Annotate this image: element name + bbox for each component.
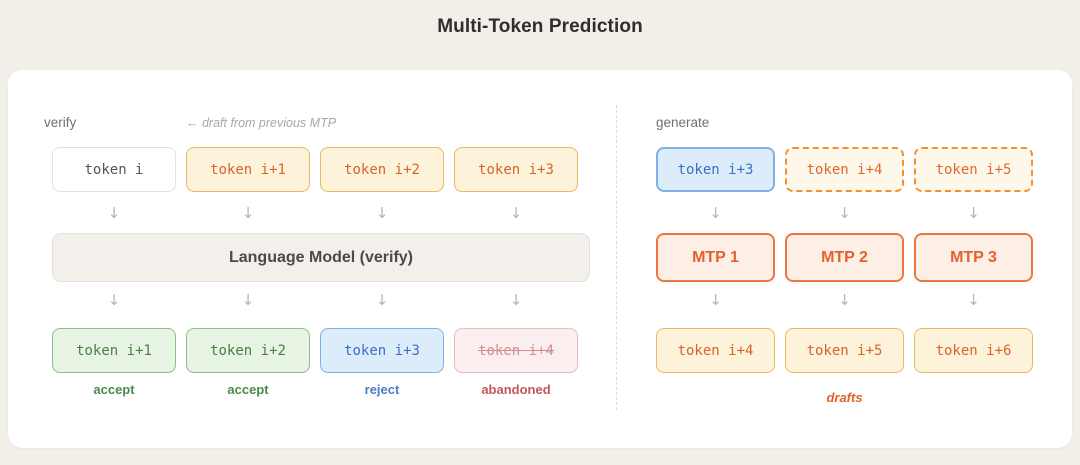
token-box-input-2[interactable]: token i+2: [320, 147, 444, 192]
arrow-down-icon: ↓: [709, 290, 722, 309]
verify-output-arrows: ↓ ↓ ↓ ↓: [52, 285, 578, 315]
page-title: Multi-Token Prediction: [437, 16, 643, 37]
token-label: token i+5: [806, 342, 883, 359]
arrow-down-icon: ↓: [241, 290, 255, 309]
mtp-label: MTP 3: [950, 248, 997, 266]
token-box-output-0[interactable]: token i+1: [52, 328, 176, 373]
arrow-down-icon: ↓: [107, 290, 121, 309]
arrow-down-icon: ↓: [241, 203, 255, 222]
arrow-down-icon: ↓: [107, 203, 121, 222]
token-box-gen-output-2[interactable]: token i+6: [914, 328, 1033, 373]
token-box-gen-input-0[interactable]: token i+3: [656, 147, 775, 192]
diagram-card: verify ← draft from previous MTP token i…: [8, 70, 1072, 448]
token-label: token i+4: [478, 342, 554, 359]
verify-captions: accept accept reject abandoned: [52, 382, 578, 397]
arrow-down-icon: ↓: [375, 203, 389, 222]
token-label: token i+6: [935, 342, 1012, 359]
language-model-box[interactable]: Language Model (verify): [52, 233, 590, 282]
token-box-input-0[interactable]: token i: [52, 147, 176, 192]
language-model-label: Language Model (verify): [228, 248, 414, 266]
generate-input-arrows: ↓ ↓ ↓: [656, 198, 1033, 228]
token-box-gen-output-0[interactable]: token i+4: [656, 328, 775, 373]
token-box-input-3[interactable]: token i+3: [454, 147, 578, 192]
generate-output-row: token i+4 token i+5 token i+6: [656, 328, 1033, 373]
verify-input-arrows: ↓ ↓ ↓ ↓: [52, 198, 578, 228]
draft-from-previous-mtp-hint: ← draft from previous MTP: [186, 116, 337, 130]
mtp-row: MTP 1 MTP 2 MTP 3: [656, 233, 1033, 282]
status-badge-abandoned: abandoned: [481, 382, 551, 397]
arrow-down-icon: ↓: [967, 290, 980, 309]
token-box-output-1[interactable]: token i+2: [186, 328, 310, 373]
token-label: token i+3: [677, 161, 754, 178]
generate-panel-label: generate: [656, 115, 710, 130]
arrow-down-icon: ↓: [709, 203, 722, 222]
mtp-box-2[interactable]: MTP 2: [785, 233, 904, 282]
token-box-output-3[interactable]: token i+4: [454, 328, 578, 373]
token-box-input-1[interactable]: token i+1: [186, 147, 310, 192]
token-label: token i+2: [344, 161, 420, 178]
generate-panel: generate token i+3 token i+4 token i+5 ↓…: [648, 70, 1048, 448]
verify-panel-label: verify: [44, 115, 77, 130]
generate-output-arrows: ↓ ↓ ↓: [656, 285, 1033, 315]
token-box-gen-input-2[interactable]: token i+5: [914, 147, 1033, 192]
mtp-label: MTP 1: [692, 248, 739, 266]
generate-input-row: token i+3 token i+4 token i+5: [656, 147, 1033, 192]
status-badge-accept: accept: [227, 382, 269, 397]
token-box-gen-input-1[interactable]: token i+4: [785, 147, 904, 192]
arrow-down-icon: ↓: [509, 203, 523, 222]
arrow-down-icon: ↓: [375, 290, 389, 309]
token-box-gen-output-1[interactable]: token i+5: [785, 328, 904, 373]
arrow-down-icon: ↓: [967, 203, 980, 222]
token-label: token i+4: [806, 161, 883, 178]
token-label: token i+3: [478, 161, 554, 178]
token-label: token i+5: [935, 161, 1012, 178]
token-label: token i+1: [210, 161, 286, 178]
arrow-down-icon: ↓: [838, 203, 851, 222]
mtp-box-3[interactable]: MTP 3: [914, 233, 1033, 282]
token-label: token i: [84, 161, 144, 178]
status-badge-accept: accept: [93, 382, 135, 397]
token-box-output-2[interactable]: token i+3: [320, 328, 444, 373]
mtp-label: MTP 2: [821, 248, 868, 266]
panel-divider: [616, 105, 617, 410]
token-label: token i+2: [210, 342, 286, 359]
arrow-down-icon: ↓: [509, 290, 523, 309]
drafts-caption: drafts: [826, 390, 863, 405]
token-label: token i+3: [344, 342, 420, 359]
verify-input-row: token i token i+1 token i+2 token i+3: [52, 147, 578, 192]
token-label: token i+4: [677, 342, 754, 359]
verify-panel: verify ← draft from previous MTP token i…: [44, 70, 604, 448]
arrow-down-icon: ↓: [838, 290, 851, 309]
verify-output-row: token i+1 token i+2 token i+3 token i+4: [52, 328, 578, 373]
status-badge-reject: reject: [364, 382, 400, 397]
mtp-box-1[interactable]: MTP 1: [656, 233, 775, 282]
token-label: token i+1: [76, 342, 152, 359]
